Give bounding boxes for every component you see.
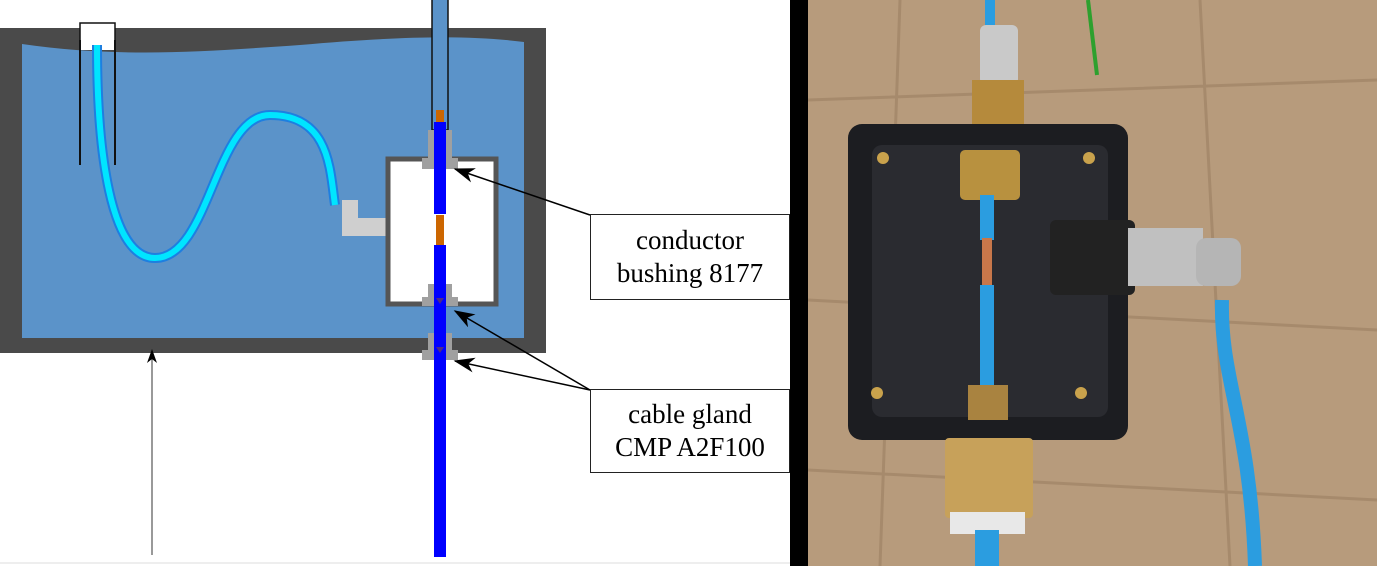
label-cable-gland: cable gland CMP A2F100 xyxy=(590,389,790,473)
arrow-gland-inner xyxy=(453,310,591,391)
label-line: bushing 8177 xyxy=(616,258,764,288)
conductor xyxy=(436,110,444,125)
label-line: cable gland xyxy=(628,399,752,429)
cable-gland-outer xyxy=(422,333,458,360)
tank-diagram xyxy=(0,0,790,564)
junction-box-photo xyxy=(808,0,1377,566)
hose-elbow xyxy=(342,200,392,236)
divider xyxy=(790,0,808,566)
cable-upper xyxy=(434,122,446,214)
label-line: CMP A2F100 xyxy=(615,432,765,462)
vent-tube xyxy=(79,22,116,44)
cable-lower xyxy=(434,245,446,557)
cable-gland-inner xyxy=(422,284,458,306)
conductor xyxy=(436,215,444,245)
conductor-bushing xyxy=(422,130,458,169)
label-conductor-bushing: conductor bushing 8177 xyxy=(590,214,790,300)
arrow-gland-outer xyxy=(453,357,591,391)
arrow-bushing xyxy=(453,168,591,216)
label-line: conductor xyxy=(636,225,744,255)
